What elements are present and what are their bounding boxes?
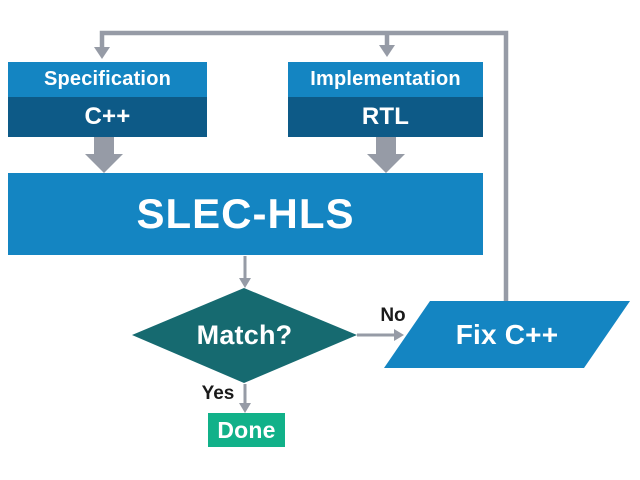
yes-edge-label: Yes xyxy=(201,383,235,404)
match-diamond-label: Match? xyxy=(196,320,293,350)
specification-box-body: C++ xyxy=(8,97,207,137)
block-arrow-spec-to-slec-icon xyxy=(85,137,123,173)
block-arrow-impl-to-slec-icon xyxy=(367,137,405,173)
arrowhead-match-to-done-icon xyxy=(239,403,251,413)
arrowhead-slec-to-match-icon xyxy=(239,278,251,288)
fix-cpp-parallelogram xyxy=(384,301,630,368)
arrowhead-into-specification-icon xyxy=(94,47,110,59)
done-box: Done xyxy=(208,413,285,447)
specification-box-header: Specification xyxy=(8,62,207,97)
feedback-line-fix-to-spec xyxy=(99,30,509,303)
match-diamond xyxy=(132,288,357,383)
slec-hls-box: SLEC-HLS xyxy=(8,173,483,255)
arrowhead-into-implementation-icon xyxy=(379,45,395,57)
fix-cpp-label: Fix C++ xyxy=(455,318,559,350)
implementation-box-body: RTL xyxy=(288,97,483,137)
implementation-box-header: Implementation xyxy=(288,62,483,97)
no-edge-label: No xyxy=(380,305,406,326)
arrowhead-match-to-fix-icon xyxy=(394,329,404,341)
